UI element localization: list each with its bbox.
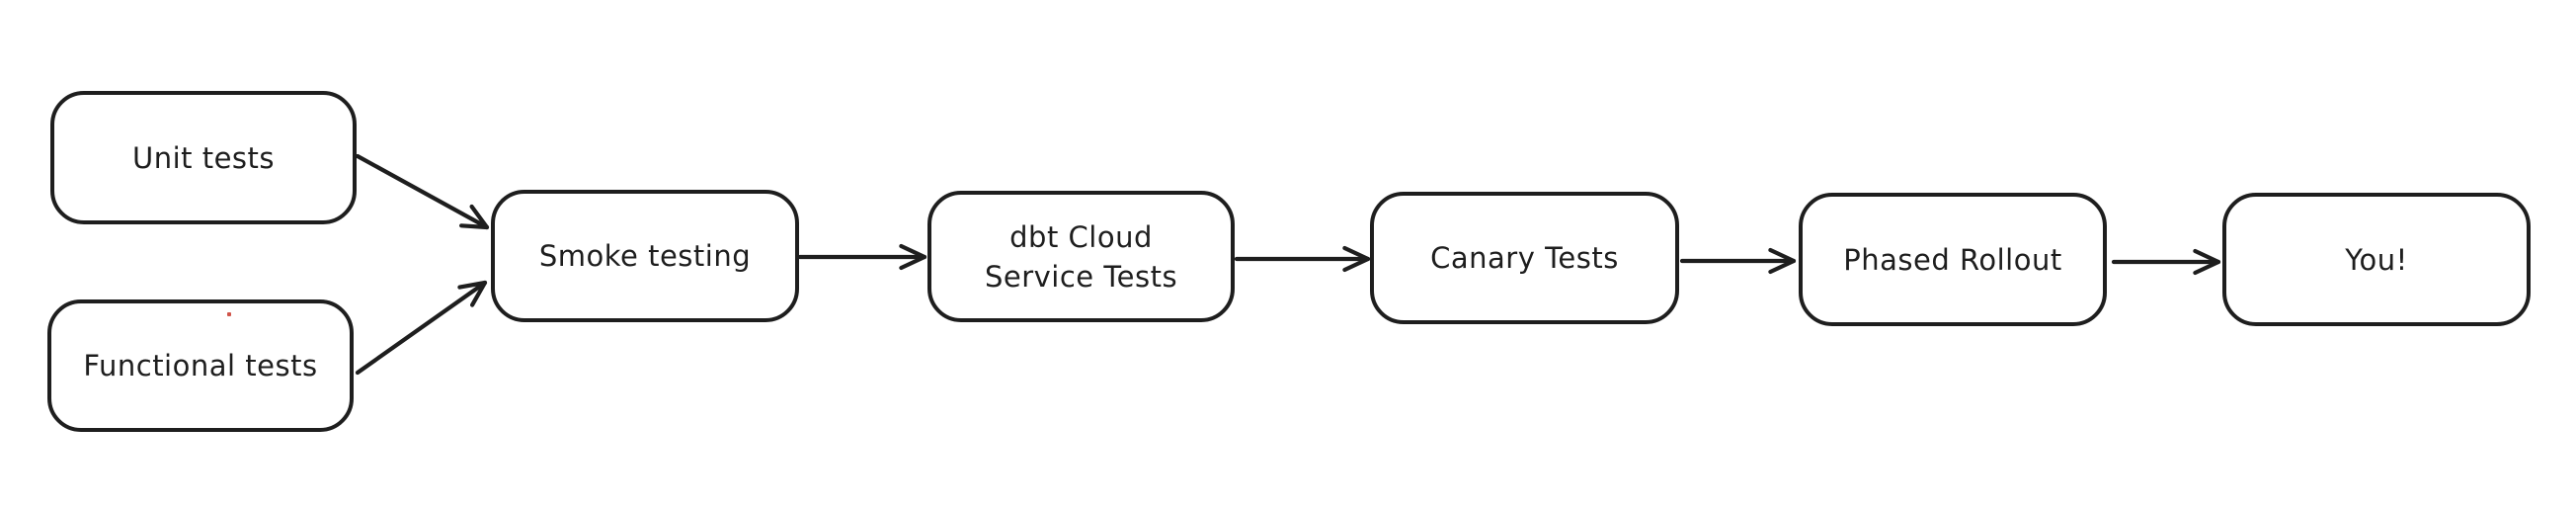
node-dbt-cloud-service-tests-label: dbt Cloud Service Tests [984,219,1178,294]
node-unit-tests: Unit tests [50,91,357,224]
node-phased-rollout: Phased Rollout [1799,193,2107,326]
node-canary-tests-label: Canary Tests [1430,241,1619,275]
node-canary-tests: Canary Tests [1370,192,1679,324]
arrow-canary-tests-to-phased-rollout [1679,247,1797,275]
node-phased-rollout-label: Phased Rollout [1843,242,2062,277]
node-smoke-testing-label: Smoke testing [538,239,752,273]
node-you: You! [2222,193,2531,326]
arrow-phased-rollout-to-you [2111,248,2221,276]
node-smoke-testing: Smoke testing [491,190,799,322]
node-dbt-cloud-service-tests: dbt Cloud Service Tests [927,191,1235,322]
node-functional-tests: Functional tests [47,299,354,432]
arrow-dbt-cloud-to-canary-tests [1234,245,1371,273]
red-dot-artifact [227,312,231,316]
node-you-label: You! [2345,242,2408,277]
node-unit-tests-label: Unit tests [131,140,276,175]
arrow-smoke-testing-to-dbt-cloud [797,243,927,271]
arrow-unit-tests-to-smoke-testing [355,153,490,230]
node-functional-tests-label: Functional tests [83,349,318,382]
arrow-functional-tests-to-smoke-testing [355,280,488,376]
